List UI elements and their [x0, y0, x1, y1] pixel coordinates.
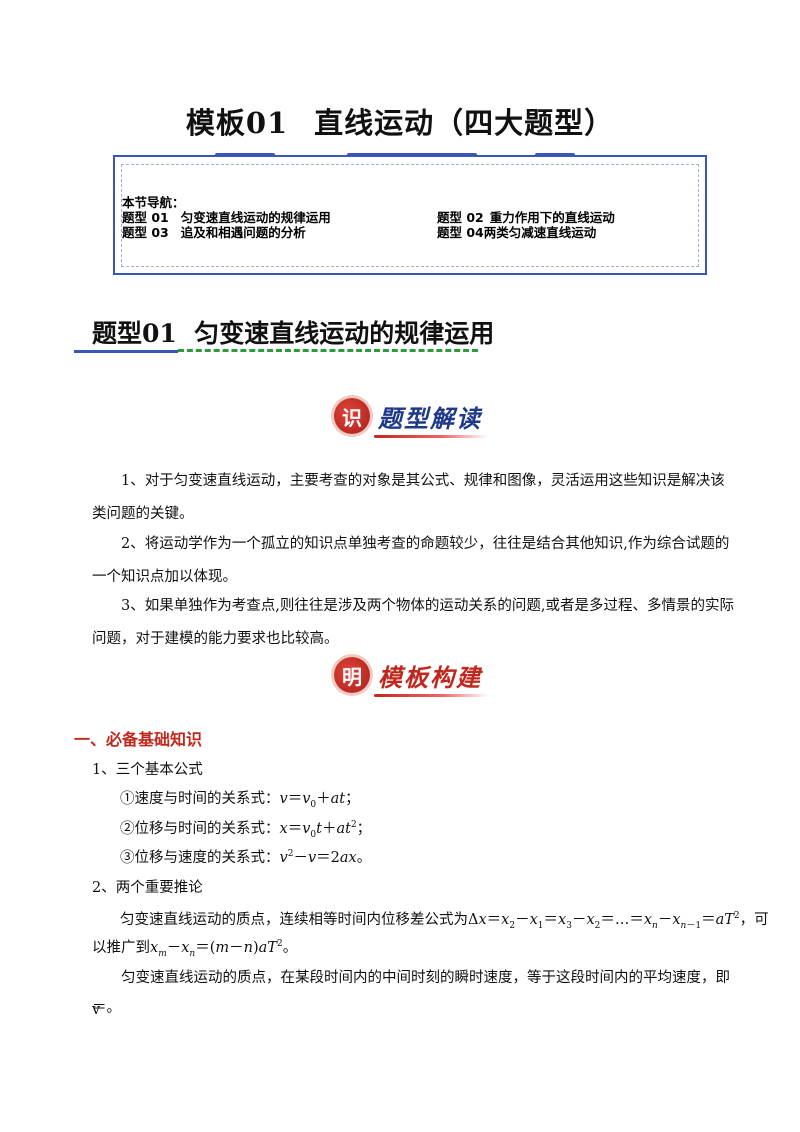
nav-accent: [535, 153, 575, 157]
knowledge-heading: 一、必备基础知识: [74, 730, 203, 749]
badge-brush-line: [374, 693, 489, 697]
formula-displacement-velocity: ③位移与速度的关系式：v2－v＝2ax。: [120, 849, 372, 866]
subheading-formulas: 1、三个基本公式: [92, 762, 203, 778]
badge-title: 题型解读: [378, 403, 482, 433]
inference-2: 匀变速直线运动的质点，在某段时间内的中间时刻的瞬时速度，等于这段时间内的平均速度…: [92, 970, 730, 1018]
page-title: 模板01 直线运动（四大题型）: [0, 100, 800, 142]
section-heading: 题型01 匀变速直线运动的规律运用: [92, 319, 495, 348]
nav-inner-frame: [121, 164, 699, 267]
subheading-inferences: 2、两个重要推论: [92, 880, 203, 896]
badge-brush-line: [374, 434, 489, 438]
nav-accent: [347, 153, 477, 157]
paragraph-2: 2、将运动学作为一个孤立的知识点单独考查的命题较少，往往是结合其他知识,作为综合…: [92, 536, 730, 585]
badge-template-construction: 明 模板构建: [334, 657, 489, 697]
inference-1-line-2: 以推广到xm－xn＝(m－n)aT2。: [92, 939, 298, 959]
badge-question-interpretation: 识 题型解读: [334, 398, 489, 438]
badge-title: 模板构建: [378, 662, 482, 692]
formula-velocity-time: ①速度与时间的关系式：v＝v0＋at；: [120, 791, 360, 810]
title-right: 直线运动（四大题型）: [314, 106, 615, 140]
nav-accent: [215, 153, 275, 157]
inference-2-end: ＝。: [92, 1000, 121, 1016]
heading-underline-green: [178, 349, 478, 352]
badge-seal-icon: 明: [334, 657, 370, 693]
badge-seal-icon: 识: [334, 398, 370, 434]
heading-underline-blue: [74, 350, 178, 353]
nav-item-04[interactable]: 题型 04两类匀减速直线运动: [437, 225, 597, 240]
nav-heading: 本节导航：: [122, 195, 185, 210]
paragraph-1: 1、对于匀变速直线运动，主要考查的对象是其公式、规律和图像，灵活运用这些知识是解…: [92, 473, 725, 522]
inference-1-line-1: 匀变速直线运动的质点，连续相等时间内位移差公式为Δx＝x2－x1＝x3－x2＝……: [120, 911, 769, 931]
formula-displacement-time: ②位移与时间的关系式：x＝v0t＋at2；: [120, 820, 372, 840]
paragraph-3: 3、如果单独作为考查点,则往往是涉及两个物体的运动关系的问题,或者是多过程、多情…: [92, 598, 734, 647]
title-left: 模板01: [185, 106, 289, 140]
